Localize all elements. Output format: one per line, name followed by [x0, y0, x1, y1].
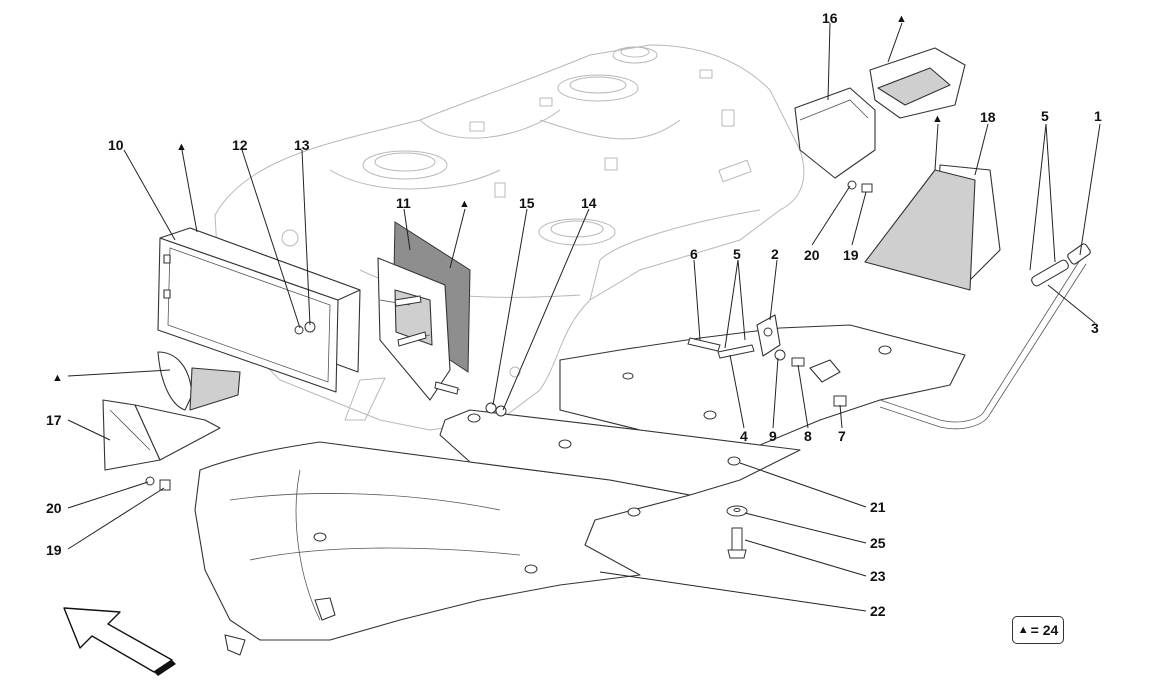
callout-7: 7	[838, 428, 846, 444]
callout-19: 19	[843, 247, 859, 263]
part-23-bolt	[727, 527, 747, 559]
triangle-marker-icon: ▲	[932, 113, 943, 125]
callout-13: 13	[294, 137, 310, 153]
triangle-marker-icon: ▲	[459, 198, 470, 210]
leader-lines	[67, 22, 1101, 612]
callout-23: 23	[870, 568, 886, 584]
part-10-panel	[157, 227, 361, 393]
direction-arrow-icon	[63, 607, 176, 676]
callout-5: 5	[1041, 108, 1049, 124]
triangle-marker-icon: ▲	[896, 13, 907, 25]
callout-14: 14	[581, 195, 597, 211]
part-19-20-left	[145, 476, 171, 491]
callout-1: 1	[1094, 108, 1102, 124]
part-17-shield	[102, 399, 221, 471]
callout-17: 17	[46, 412, 62, 428]
part-16-bracket	[794, 87, 876, 193]
callout-3: 3	[1091, 320, 1099, 336]
callout-8: 8	[804, 428, 812, 444]
callout-25: 25	[870, 535, 886, 551]
part-25-washer	[726, 505, 748, 517]
callout-20: 20	[46, 500, 62, 516]
triangle-markers: ▲ ▲ ▲ ▲ ▲	[52, 13, 943, 384]
callout-22: 22	[870, 603, 886, 619]
callout-2: 2	[771, 246, 779, 262]
callout-21: 21	[870, 499, 886, 515]
callout-4: 4	[740, 428, 748, 444]
callout-20: 20	[804, 247, 820, 263]
triangle-marker-icon: ▲	[176, 141, 187, 153]
part-21-middle-shield	[439, 324, 966, 496]
callout-6: 6	[690, 246, 698, 262]
callout-labels: 1 2 3 4 5 5 6 7 8 9 10 11 12 13 14 15 16…	[46, 10, 1102, 619]
part-2-bracket	[756, 314, 841, 383]
callout-15: 15	[519, 195, 535, 211]
part-24-shield-left	[157, 351, 241, 411]
callout-9: 9	[769, 428, 777, 444]
callout-5: 5	[733, 246, 741, 262]
triangle-legend-icon: ▲	[1017, 624, 1029, 636]
bolts-cluster	[294, 295, 847, 417]
legend-box: ▲ = 24	[1012, 616, 1064, 644]
part-18-shield	[864, 164, 1001, 291]
callout-10: 10	[108, 137, 124, 153]
callout-12: 12	[232, 137, 248, 153]
triangle-marker-icon: ▲	[52, 372, 63, 384]
callout-18: 18	[980, 109, 996, 125]
legend-text: = 24	[1030, 622, 1059, 638]
fuel-tank	[214, 44, 805, 431]
part-22-undertray	[194, 441, 691, 656]
callout-19: 19	[46, 542, 62, 558]
callout-16: 16	[822, 10, 838, 26]
part-1-rod	[879, 243, 1091, 430]
part-24-shield-top	[869, 47, 966, 119]
callout-11: 11	[396, 195, 411, 211]
